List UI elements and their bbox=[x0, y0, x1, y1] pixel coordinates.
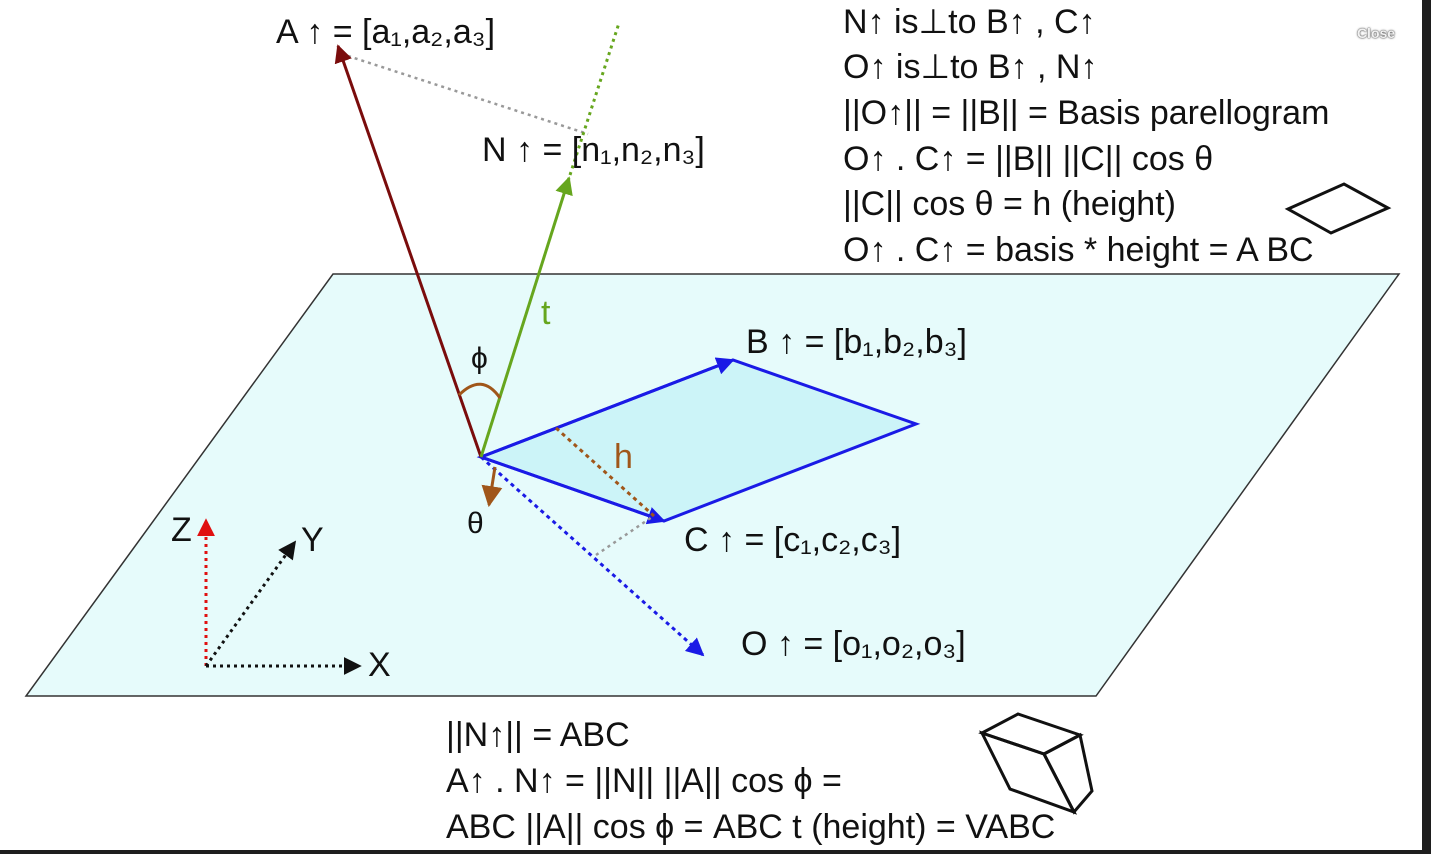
vector-b-label: B ↑ = [b₁,b₂,b₃] bbox=[746, 323, 967, 361]
vector-o-label: O ↑ = [o₁,o₂,o₃] bbox=[741, 625, 966, 663]
vector-a-arrow bbox=[334, 44, 483, 458]
vector-n-extension bbox=[568, 22, 621, 176]
box-volume-icon bbox=[978, 712, 1094, 815]
close-button[interactable]: Close bbox=[1344, 22, 1408, 44]
equation-top-5: ||C|| cos θ = h (height) bbox=[843, 185, 1176, 223]
vector-c-arrow bbox=[480, 455, 666, 525]
axis-x-label: X bbox=[368, 646, 391, 684]
equation-top-1: N↑ is⊥to B↑ , C↑ bbox=[843, 3, 1096, 41]
theta-angle-arrow bbox=[481, 466, 503, 508]
axis-z-label: Z bbox=[171, 511, 192, 549]
theta-label: θ bbox=[467, 507, 484, 540]
equation-top-4: O↑ . C↑ = ||B|| ||C|| cos θ bbox=[843, 140, 1213, 178]
vector-o-arrow bbox=[480, 455, 705, 657]
vector-n-label: N ↑ = [n₁,n₂,n₃] bbox=[482, 131, 705, 169]
height-t-label: t bbox=[541, 294, 551, 332]
axis-y-arrow bbox=[204, 540, 297, 667]
equation-bottom-3: ABC ||A|| cos ϕ = ABC t (height) = VABC bbox=[446, 808, 1055, 846]
equation-bottom-1: ||N↑|| = ABC bbox=[446, 716, 630, 754]
phi-label: ϕ bbox=[471, 342, 488, 375]
phi-angle-arc bbox=[457, 382, 502, 399]
vector-a-label: A ↑ = [a₁,a₂,a₃] bbox=[276, 13, 495, 51]
parallelogram-icon bbox=[1284, 182, 1392, 235]
vector-b-arrow bbox=[480, 357, 735, 459]
equation-top-6: O↑ . C↑ = basis * height = A BC bbox=[843, 231, 1314, 269]
window-frame-right bbox=[1422, 0, 1431, 854]
vector-c-label: C ↑ = [c₁,c₂,c₃] bbox=[684, 521, 901, 559]
height-h-label: h bbox=[614, 438, 633, 476]
window-frame-bottom bbox=[0, 850, 1431, 854]
height-h-line bbox=[554, 426, 656, 518]
axis-y-label: Y bbox=[301, 521, 324, 559]
equation-top-2: O↑ is⊥to B↑ , N↑ bbox=[843, 48, 1097, 86]
vector-n-arrow bbox=[479, 176, 573, 458]
projection-line-c-o bbox=[595, 515, 653, 557]
projection-line-a-n bbox=[347, 54, 589, 136]
equation-top-3: ||O↑|| = ||B|| = Basis parellogram bbox=[843, 94, 1329, 132]
equation-bottom-2: A↑ . N↑ = ||N|| ||A|| cos ϕ = bbox=[446, 762, 842, 800]
